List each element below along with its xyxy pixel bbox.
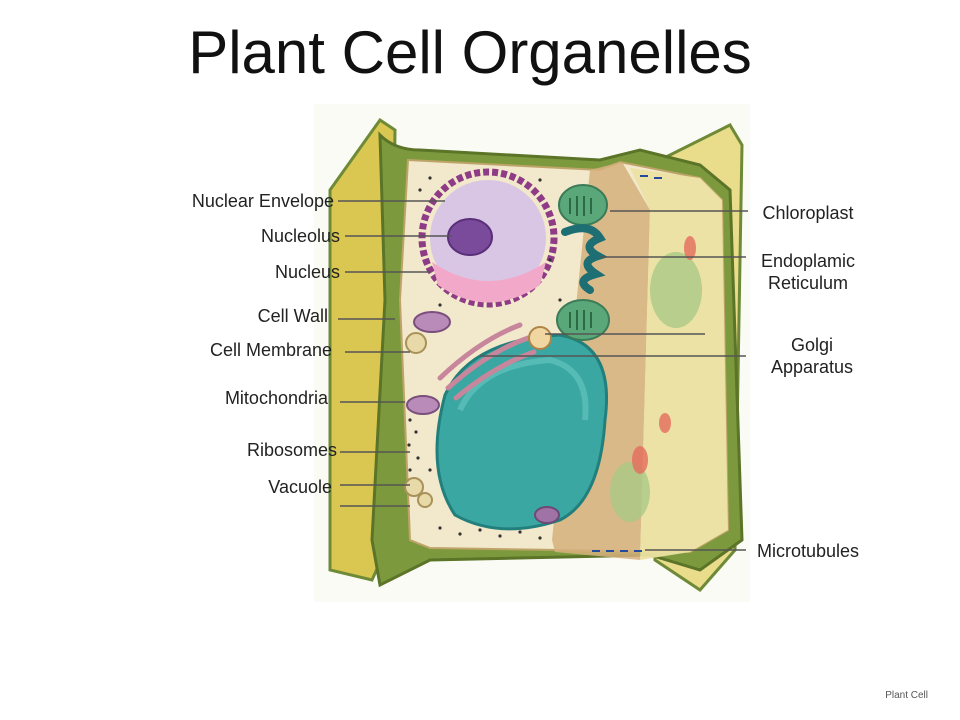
nucleolus-shape bbox=[447, 218, 493, 256]
label-cell-wall: Cell Wall bbox=[257, 306, 328, 326]
label-nuclear-envelope: Nuclear Envelope bbox=[191, 191, 334, 211]
label-nucleolus: Nucleolus bbox=[260, 226, 340, 246]
label-ribosomes: Ribosomes bbox=[246, 440, 337, 460]
cell-right-face bbox=[630, 168, 728, 560]
label-microtubules: Microtubules bbox=[756, 541, 860, 561]
right-face-red-2 bbox=[659, 413, 671, 433]
label-golgi-line2: Apparatus bbox=[770, 357, 854, 377]
golgi-shape bbox=[437, 322, 537, 401]
mitochondrion-shape-3 bbox=[534, 506, 560, 524]
mitochondrion-shape-2 bbox=[406, 395, 440, 415]
label-nucleus: Nucleus bbox=[274, 262, 340, 282]
label-mitochondria: Mitochondria bbox=[224, 388, 328, 408]
label-chloroplast: Chloroplast bbox=[762, 203, 854, 223]
vesicle-1 bbox=[405, 332, 427, 354]
label-er: Endoplamic Reticulum bbox=[748, 250, 868, 294]
label-golgi-line1: Golgi bbox=[790, 335, 834, 355]
footer-text: Plant Cell bbox=[885, 690, 928, 701]
nuclear-envelope-shape bbox=[418, 168, 558, 308]
ribosome-dots bbox=[407, 176, 562, 540]
chromatin-shape bbox=[432, 262, 546, 303]
page-title: Plant Cell Organelles bbox=[188, 19, 752, 86]
vacuole-highlight bbox=[457, 356, 589, 421]
thylakoid-stacks bbox=[569, 196, 592, 330]
mitochondrion-shape-1 bbox=[413, 311, 451, 333]
er-shape bbox=[561, 224, 609, 294]
right-face-blob-2 bbox=[610, 462, 650, 522]
vesicle-3 bbox=[528, 326, 552, 350]
right-face-red-1 bbox=[632, 446, 648, 474]
microtubule-dashes bbox=[592, 175, 662, 552]
label-er-line2: Reticulum bbox=[767, 273, 849, 293]
label-er-line1: Endoplamic bbox=[760, 251, 856, 271]
label-golgi: Golgi Apparatus bbox=[752, 334, 872, 378]
right-face-blob-1 bbox=[650, 252, 702, 328]
right-face-red-3 bbox=[684, 236, 696, 260]
leader-lines bbox=[338, 200, 748, 551]
label-cell-membrane: Cell Membrane bbox=[209, 340, 332, 360]
vesicle-2 bbox=[404, 477, 424, 497]
vesicle-4 bbox=[417, 492, 433, 508]
label-vacuole: Vacuole bbox=[268, 477, 332, 497]
